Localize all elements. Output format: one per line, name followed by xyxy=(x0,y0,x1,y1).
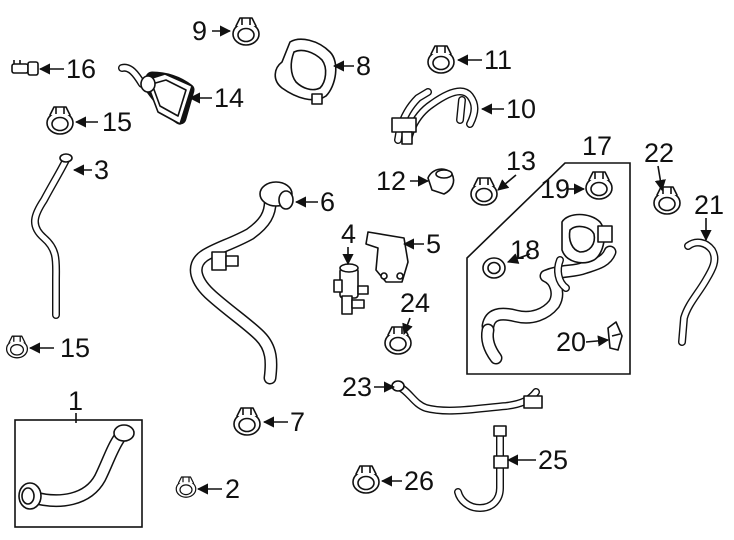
part-9-clamp xyxy=(232,17,260,46)
callout-24: 24 xyxy=(400,288,430,318)
part-1-box xyxy=(14,419,143,528)
part-17-pump-assembly xyxy=(481,213,617,365)
part-15-clamp-lower xyxy=(5,335,29,359)
callout-9: 9 xyxy=(192,16,207,46)
callout-6: 6 xyxy=(320,187,335,217)
callout-1: 1 xyxy=(68,386,83,416)
callout-3: 3 xyxy=(94,155,109,185)
callout-5: 5 xyxy=(426,229,441,259)
callout-17: 17 xyxy=(582,131,612,161)
part-6-hose xyxy=(189,181,294,385)
callout-20: 20 xyxy=(556,327,586,357)
callout-13: 13 xyxy=(506,146,536,176)
callout-21: 21 xyxy=(694,190,724,220)
callout-8: 8 xyxy=(356,51,371,81)
part-22-clamp xyxy=(653,186,681,215)
callout-14: 14 xyxy=(214,83,244,113)
callout-4: 4 xyxy=(341,219,356,249)
part-12-cap xyxy=(427,168,455,195)
callout-22: 22 xyxy=(644,138,674,168)
part-2-clamp xyxy=(175,476,197,498)
part-5-bracket xyxy=(365,231,409,283)
part-11-clamp xyxy=(427,45,455,74)
part-20-fitting xyxy=(607,321,623,351)
part-16-connector xyxy=(11,60,39,76)
part-15-clamp-upper xyxy=(46,106,74,135)
callout-16: 16 xyxy=(66,54,96,84)
part-7-clamp xyxy=(233,407,261,436)
callout-19: 19 xyxy=(540,174,570,204)
part-10-tube xyxy=(391,87,479,145)
part-25-hose xyxy=(454,425,509,512)
part-17-box xyxy=(466,162,631,375)
part-8-housing xyxy=(274,38,337,105)
part-18-oring xyxy=(482,257,506,279)
part-19-clamp xyxy=(585,171,613,200)
callout-25: 25 xyxy=(538,445,568,475)
callout-23: 23 xyxy=(342,372,372,402)
callout-10: 10 xyxy=(506,94,536,124)
callout-12: 12 xyxy=(376,166,406,196)
callout-26: 26 xyxy=(404,466,434,496)
part-14-hose xyxy=(118,63,195,125)
callout-11: 11 xyxy=(484,45,512,75)
callout-15-upper: 15 xyxy=(102,107,132,137)
part-3-hose xyxy=(31,153,73,319)
part-1-hose xyxy=(18,424,135,510)
callout-15-lower: 15 xyxy=(60,333,90,363)
part-24-clamp xyxy=(384,326,412,355)
part-4-valve xyxy=(333,263,369,315)
callout-7: 7 xyxy=(290,407,305,437)
callout-2: 2 xyxy=(225,474,240,504)
part-13-clamp xyxy=(470,177,498,206)
callout-18: 18 xyxy=(510,235,540,265)
part-21-hose xyxy=(678,238,719,346)
part-26-clamp xyxy=(352,465,380,494)
part-23-hose xyxy=(391,380,543,415)
